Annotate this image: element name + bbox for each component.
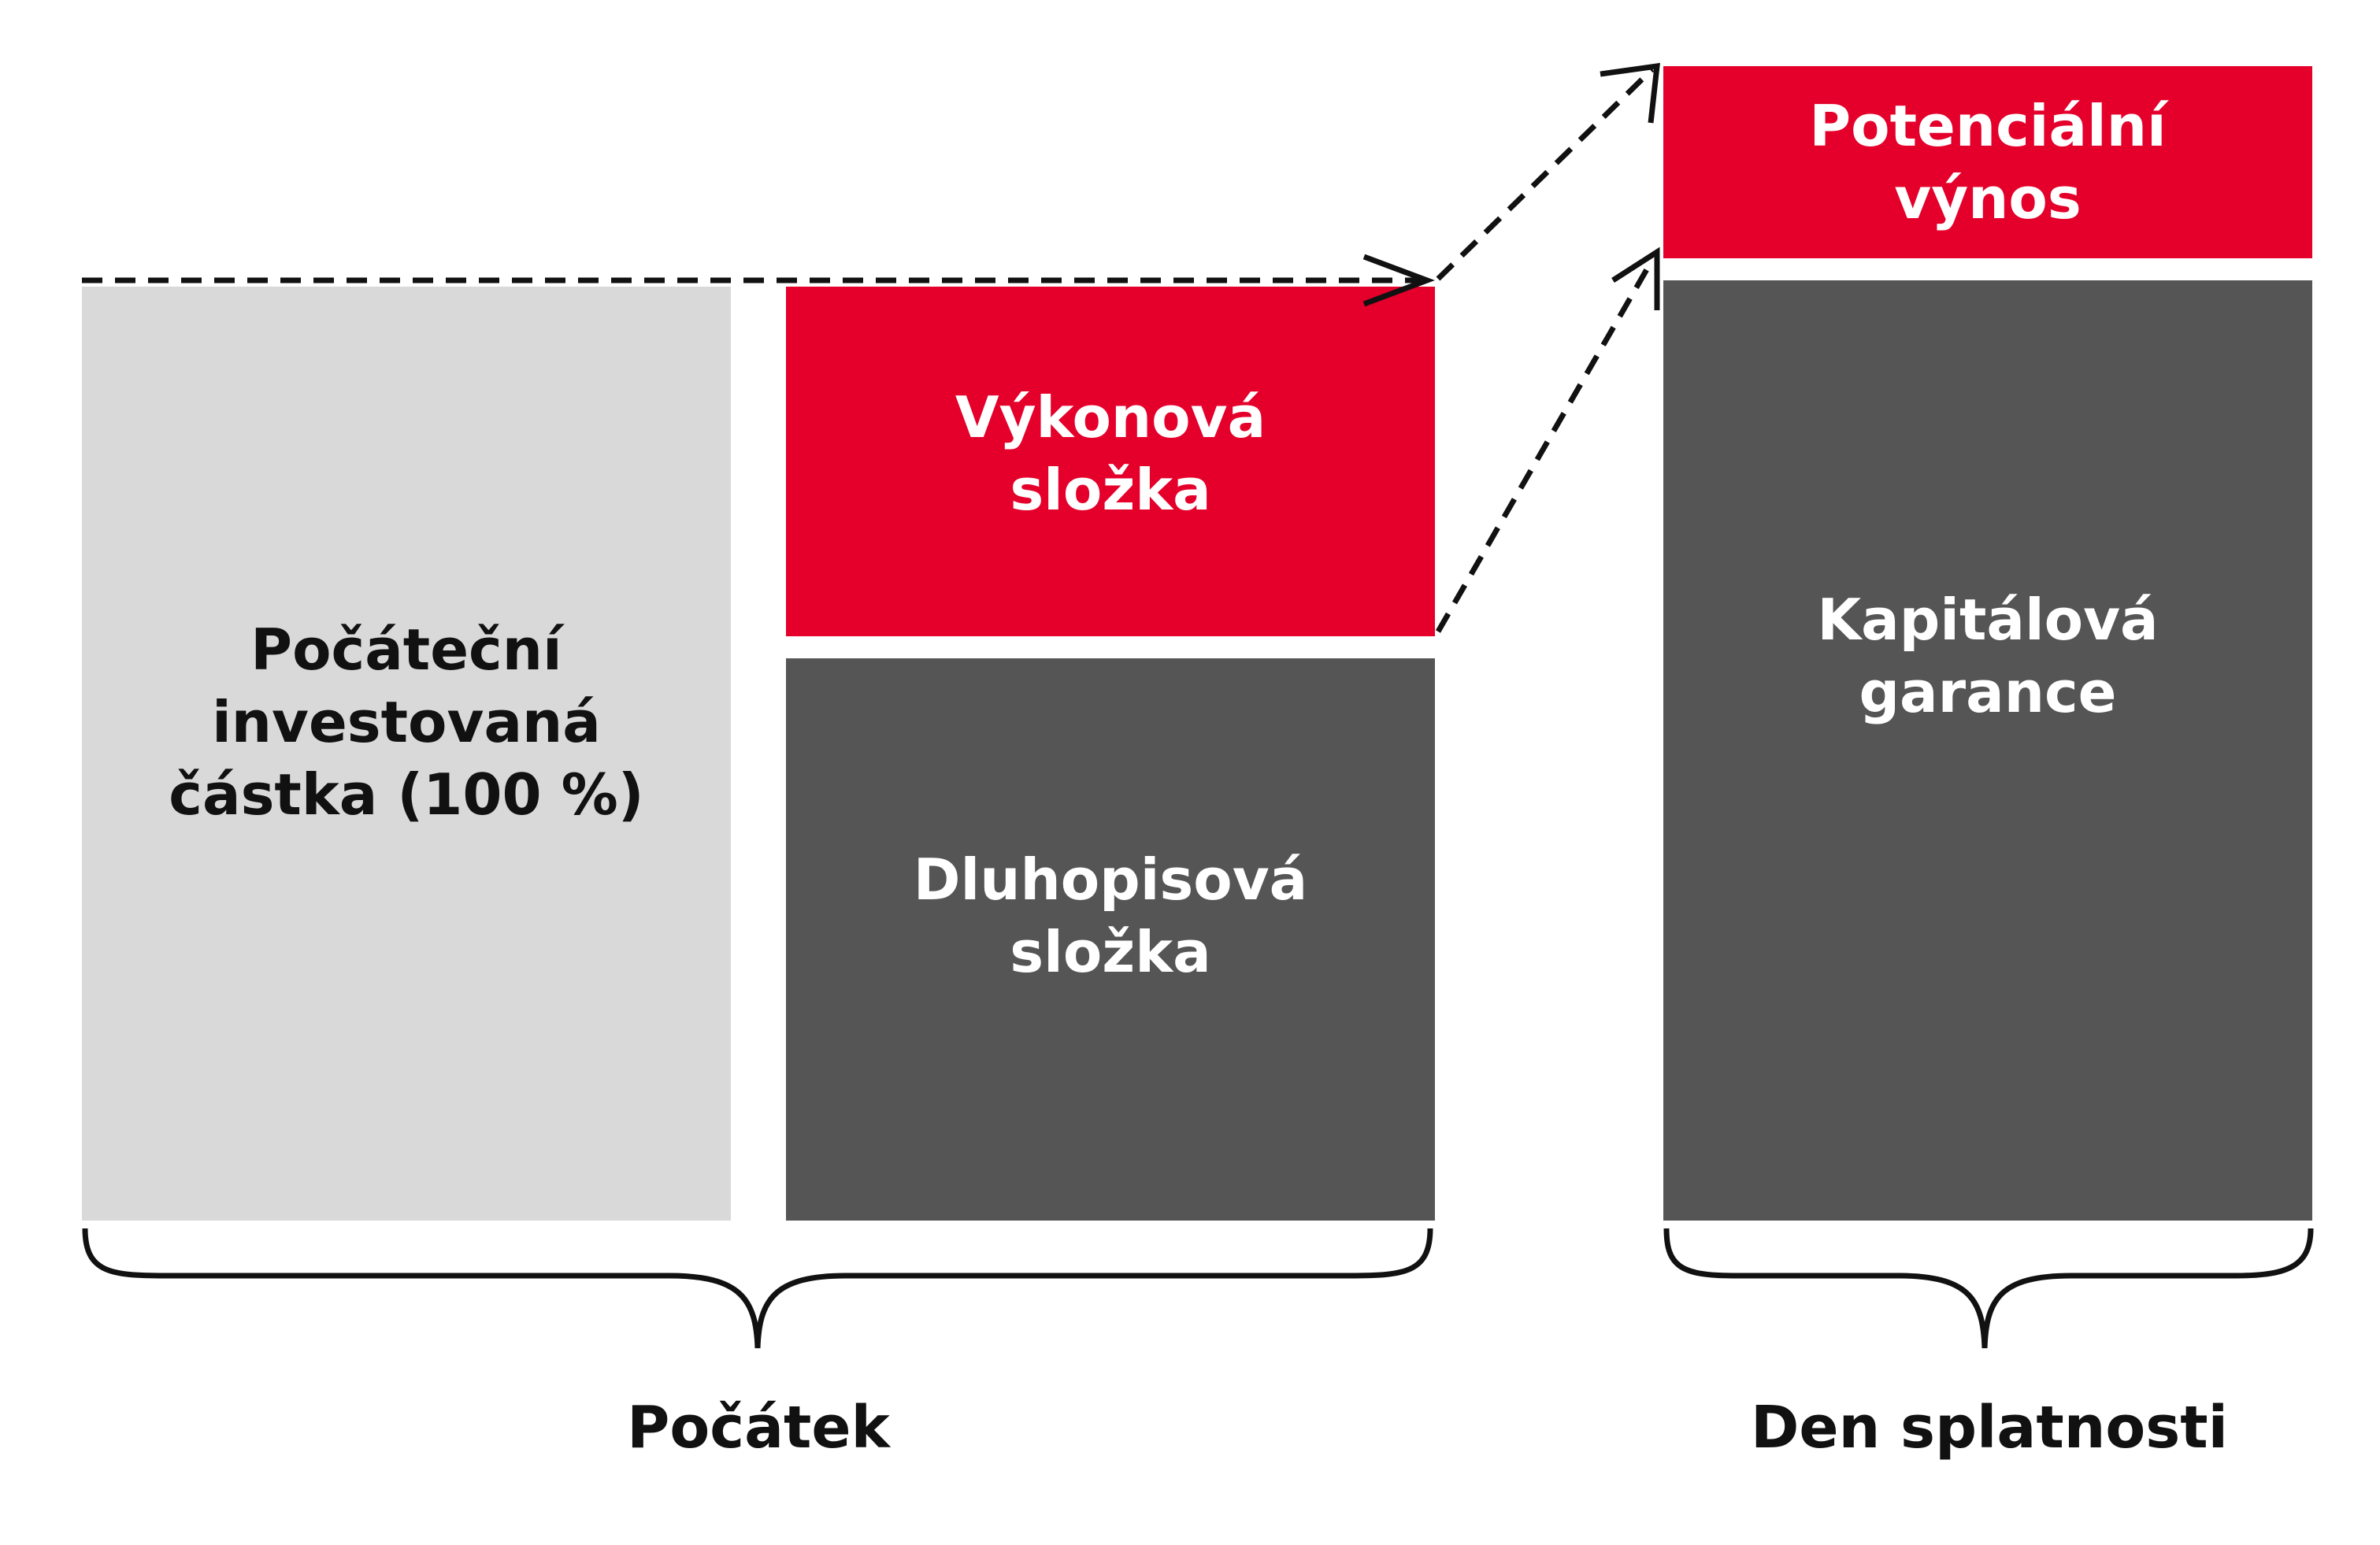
caption-maturity: Den splatnosti <box>1750 1394 2229 1462</box>
bond-component-block: Dluhopisová složka <box>786 658 1435 1221</box>
capital-guarantee-line2: garance <box>1859 659 2117 725</box>
bond-component-line1: Dluhopisová <box>913 847 1308 913</box>
performance-component-block: Výkonová složka <box>786 287 1435 636</box>
potential-return-line2: výnos <box>1894 165 2082 232</box>
capital-guarantee-block: Kapitálová garance <box>1663 280 2312 1221</box>
performance-component-line1: Výkonová <box>955 384 1266 450</box>
initial-investment-line1: Počáteční <box>250 617 562 683</box>
brace-start <box>82 1228 1433 1349</box>
arrowhead-upper <box>1600 62 1660 124</box>
caption-start: Počátek <box>627 1394 890 1462</box>
initial-investment-block: Počáteční investovaná částka (100 %) <box>82 287 731 1221</box>
initial-investment-line3: částka (100 %) <box>169 761 644 828</box>
brace-maturity <box>1663 1228 2314 1349</box>
arrowhead-lower <box>1611 246 1660 310</box>
dashed-arrow-lower <box>1435 258 1655 633</box>
potential-return-block: Potenciální výnos <box>1663 66 2312 258</box>
initial-investment-line2: investovaná <box>212 689 601 755</box>
potential-return-line1: Potenciální <box>1809 93 2167 159</box>
capital-guarantee-line1: Kapitálová <box>1817 587 2159 653</box>
dashed-arrow-upper <box>1436 67 1655 281</box>
performance-component-line2: složka <box>1010 457 1211 523</box>
bond-component-line2: složka <box>1010 919 1211 985</box>
